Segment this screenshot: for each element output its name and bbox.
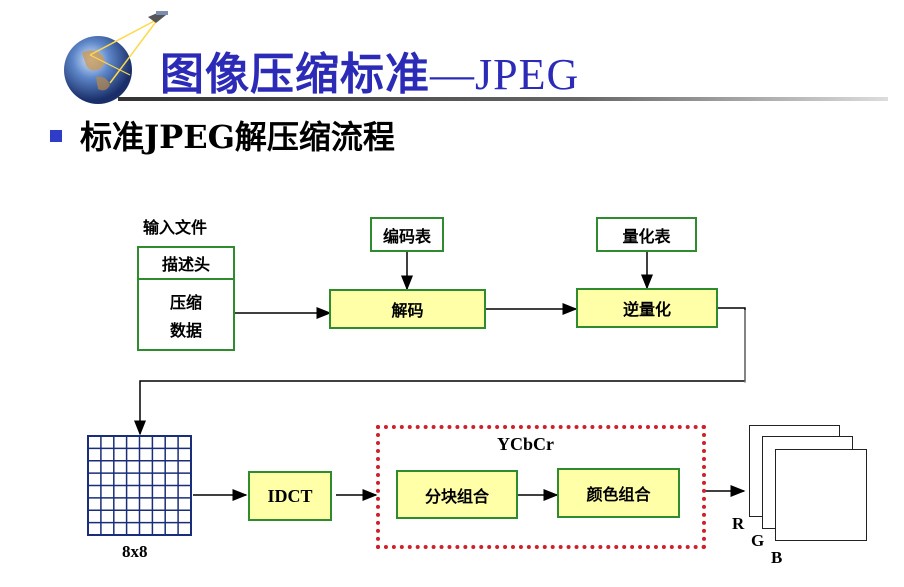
title-dash: — — [430, 50, 475, 99]
grid-label: 8x8 — [122, 542, 148, 561]
decode-label: 解码 — [391, 301, 424, 320]
block-combine-label: 分块组合 — [424, 486, 489, 506]
quant-table-label: 量化表 — [622, 226, 671, 246]
page-title: 图像压缩标准—JPEG — [160, 38, 579, 102]
globe-logo-icon — [30, 5, 180, 105]
dequantize-box: 逆量化 — [576, 288, 718, 328]
subtitle: 标准JPEG解压缩流程 — [80, 118, 395, 156]
title-latin: JPEG — [475, 50, 580, 99]
color-combine-box: 颜色组合 — [557, 468, 680, 518]
decode-box: 解码 — [329, 289, 486, 329]
title-cjk: 图像压缩标准 — [160, 49, 430, 100]
idct-label: IDCT — [267, 485, 313, 506]
bullet-square-icon — [50, 130, 62, 142]
code-table-box: 编码表 — [370, 217, 444, 252]
input-file-label: 输入文件 — [143, 218, 208, 237]
dequantize-label: 逆量化 — [622, 300, 671, 319]
channel-g-label: G — [751, 531, 765, 550]
block-grid-8x8 — [87, 435, 192, 536]
idct-box: IDCT — [248, 471, 332, 521]
compressed-line1: 压缩 — [169, 292, 202, 312]
plane-b — [775, 449, 867, 541]
compressed-data-box: 压缩 数据 — [137, 278, 235, 351]
compressed-line2: 数据 — [169, 320, 202, 340]
block-combine-box: 分块组合 — [396, 470, 518, 519]
code-table-label: 编码表 — [382, 226, 431, 246]
title-underline — [118, 97, 888, 101]
quant-table-box: 量化表 — [596, 217, 697, 252]
header-box-label: 描述头 — [161, 255, 210, 274]
header-box: 描述头 — [137, 246, 235, 280]
channel-b-label: B — [771, 548, 783, 567]
channel-r-label: R — [732, 514, 745, 533]
color-combine-label: 颜色组合 — [586, 485, 651, 504]
ycbcr-label: YCbCr — [497, 434, 554, 454]
ycbcr-group — [376, 425, 706, 549]
